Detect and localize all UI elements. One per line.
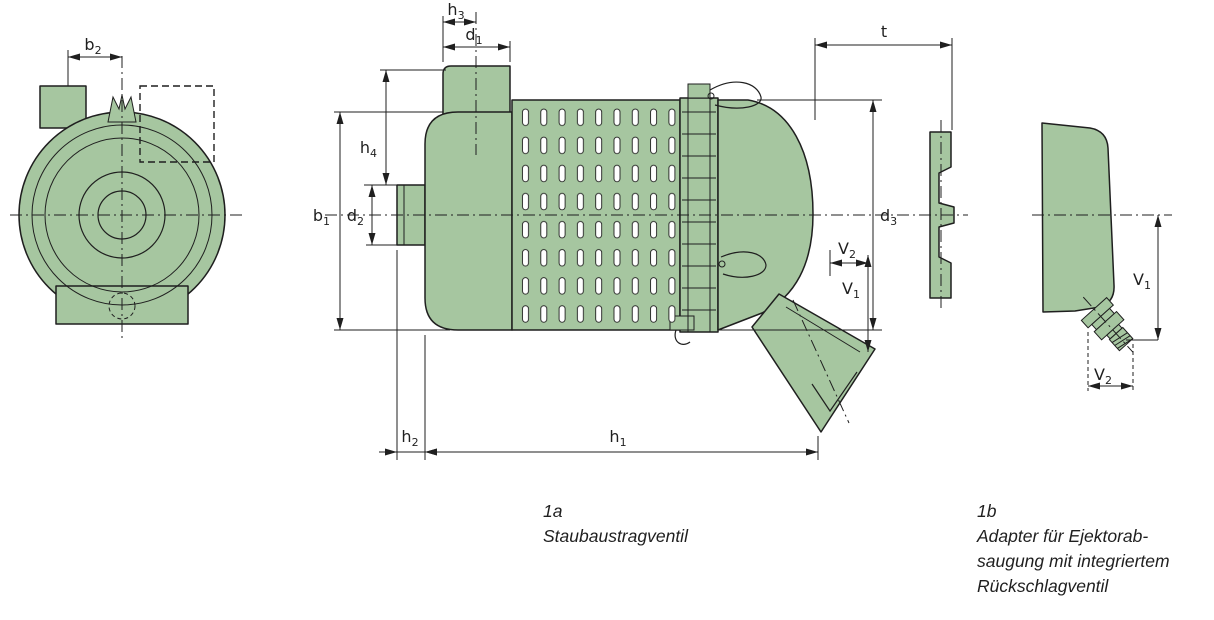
side-view: h3 d1 h4 b1 d2 bbox=[313, 0, 968, 460]
alternate-position-dashed bbox=[139, 85, 215, 163]
dust-valve-duckbill bbox=[811, 371, 858, 413]
dimension-b2: b2 bbox=[67, 35, 122, 86]
dim-label-d2: d2 bbox=[347, 206, 364, 228]
dimension-v1-adapter: V1 bbox=[1126, 215, 1162, 341]
elbow-axis-centerline bbox=[792, 299, 850, 424]
dimension-d1: d1 bbox=[443, 25, 511, 62]
dim-label-v2-adapter: V2 bbox=[1094, 365, 1112, 387]
dim-label-h4: h4 bbox=[360, 138, 377, 160]
dim-label-b2: b2 bbox=[84, 35, 101, 57]
dim-label-v1-adapter: V1 bbox=[1133, 270, 1151, 292]
front-view: b2 bbox=[10, 35, 242, 340]
clamp-latch-top-pivot bbox=[707, 92, 715, 100]
adapter-parts bbox=[1041, 122, 1134, 353]
dim-label-h2: h2 bbox=[401, 427, 418, 449]
captions: 1a Staubaustragventil 1b Adapter für Eje… bbox=[543, 501, 1170, 596]
dim-label-h1: h1 bbox=[609, 427, 626, 449]
adapter-view: V1 V2 bbox=[1032, 122, 1172, 391]
dim-label-d1: d1 bbox=[465, 25, 482, 47]
dimension-v2-adapter: V2 bbox=[1087, 332, 1134, 391]
left-end-cap bbox=[424, 111, 513, 331]
dim-label-v2-main: V2 bbox=[838, 239, 856, 261]
dimension-v2-main: V2 bbox=[829, 239, 868, 276]
dimension-h3: h3 bbox=[442, 0, 476, 62]
valve-axis-centerline bbox=[1082, 296, 1134, 353]
dim-label-d3: d3 bbox=[880, 206, 897, 228]
caption-1b-text-line3: Rückschlagventil bbox=[977, 576, 1109, 596]
clamp-band-segments bbox=[682, 111, 716, 311]
check-valve-assembly bbox=[1080, 296, 1134, 353]
mounting-bracket-top bbox=[39, 85, 87, 129]
dimension-t: t bbox=[814, 22, 953, 130]
clamp-latch-middle-bail bbox=[720, 251, 767, 278]
caption-1a-text: Staubaustragventil bbox=[543, 526, 689, 546]
dust-valve-elbow bbox=[751, 293, 876, 433]
caption-1b-text-line2: saugung mit integriertem bbox=[977, 551, 1170, 571]
adapter-body bbox=[1041, 122, 1115, 313]
hidden-hole-dashed bbox=[108, 292, 136, 320]
side-view-details bbox=[403, 12, 942, 424]
dim-label-t: t bbox=[881, 22, 887, 41]
dim-label-b1: b1 bbox=[313, 206, 330, 228]
caption-1a-number: 1a bbox=[543, 501, 563, 521]
caption-1b-number: 1b bbox=[977, 501, 997, 521]
dimension-d3: d3 bbox=[718, 99, 897, 331]
clamp-latch-top-bail bbox=[709, 81, 762, 109]
dim-label-h3: h3 bbox=[447, 0, 464, 22]
dim-label-v1-main: V1 bbox=[842, 279, 860, 301]
dimension-b1: b1 bbox=[313, 111, 450, 331]
clamp-latch-bottom-hook bbox=[674, 329, 691, 345]
dimension-d2: d2 bbox=[347, 185, 397, 246]
dimension-v1-main: V1 bbox=[842, 255, 872, 352]
clamp-latch-top-body bbox=[687, 83, 711, 99]
caption-1b-text-line1: Adapter für Ejektorab- bbox=[976, 526, 1148, 546]
clamp-latch-middle-pivot bbox=[718, 260, 726, 268]
dimension-h1: h1 bbox=[425, 427, 819, 460]
